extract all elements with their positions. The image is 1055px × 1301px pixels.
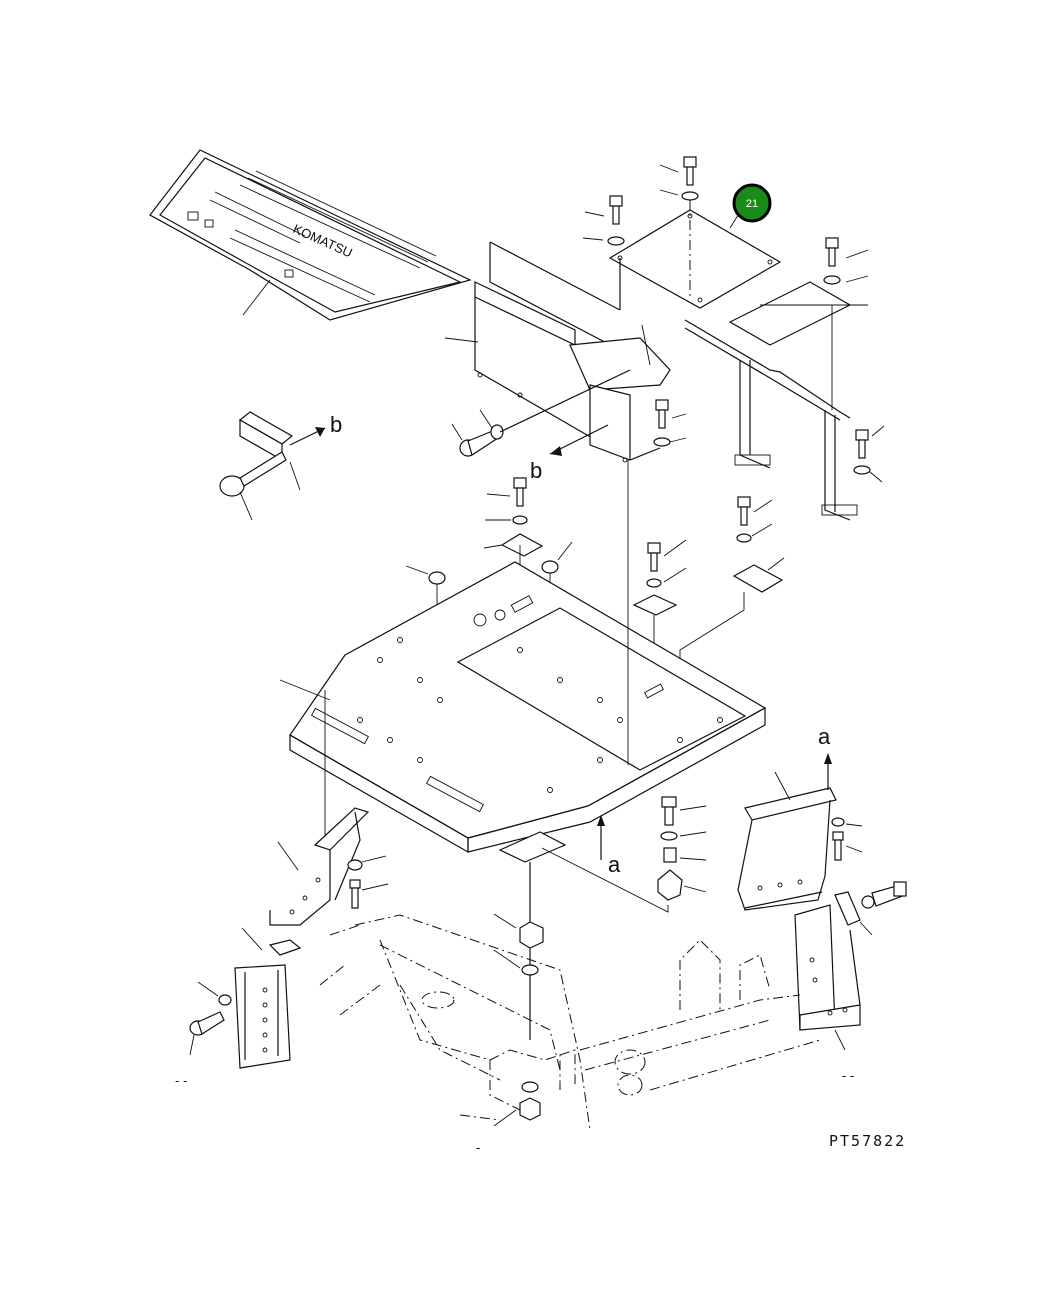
bottom-mark-center: - [476, 1140, 480, 1155]
bolt-with-washer [451, 409, 504, 457]
center-box-panel [444, 241, 671, 463]
bolt [679, 496, 785, 715]
bolt [823, 237, 869, 285]
bolt [659, 156, 699, 201]
bottom-mark-left: - - [175, 1073, 187, 1088]
floor-mat: KOMATSU [149, 149, 472, 321]
bolt [653, 399, 687, 447]
right-bracket-stand [684, 281, 868, 521]
drawing-code: PT57822 [829, 1132, 906, 1150]
isolator-parts [541, 796, 707, 913]
right-step-ladder [794, 904, 861, 1051]
center-mount [493, 831, 567, 1127]
callout-number: 21 [746, 198, 758, 210]
left-support-bracket [241, 807, 370, 956]
floor-frame [279, 460, 767, 854]
washer [347, 855, 389, 909]
bolt [831, 817, 863, 861]
bolt [189, 981, 232, 1056]
hinge-plate [834, 881, 907, 936]
right-side-bracket [737, 771, 837, 911]
left-step-ladder [234, 964, 291, 1069]
bolt [632, 539, 687, 690]
bottom-mark-right: - - [842, 1068, 854, 1083]
view-marker-a-bottom: a [608, 852, 621, 877]
callout-21[interactable]: 21 [732, 183, 772, 223]
bolt [582, 195, 625, 246]
bolt [485, 477, 528, 525]
chassis-outline [319, 914, 821, 1131]
latch-block [219, 411, 326, 521]
view-marker-b-mid: b [530, 458, 542, 483]
view-marker-a-top: a [818, 724, 831, 749]
bolt [853, 425, 885, 483]
view-marker-b: b [330, 412, 342, 437]
